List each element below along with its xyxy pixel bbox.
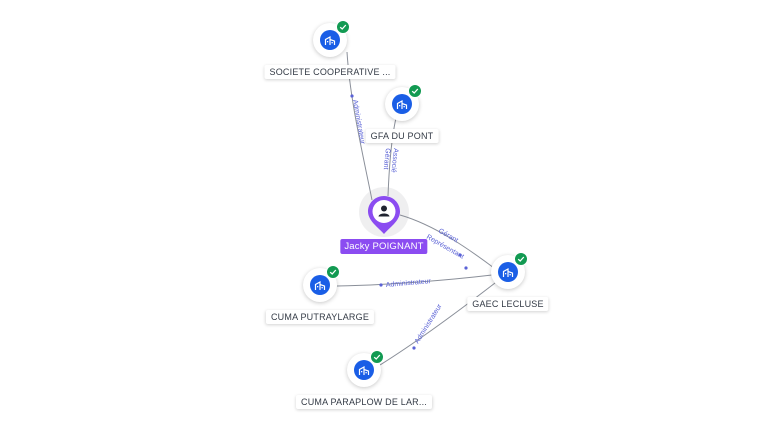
company-icon [310,275,330,295]
edge-gaec-putraylarge[interactable]: Administrateur [336,274,493,289]
edge-gaec-paraplow[interactable]: Administrateur [379,282,496,366]
company-node-circle[interactable] [347,350,384,387]
verified-check-icon [326,265,340,279]
edge-label-administrateur: Administrateur [414,303,444,346]
company-label[interactable]: CUMA PARAPLOW DE LAR... [296,395,432,409]
company-icon [320,30,340,50]
company-node-circle[interactable] [303,265,340,302]
verified-check-icon [370,350,384,364]
edge-label-associe: Associé [389,148,399,173]
verified-check-icon [408,84,422,98]
company-label[interactable]: CUMA PUTRAYLARGE [265,310,375,324]
edge-arrow [412,346,416,350]
company-icon [354,360,374,380]
edge-label-administrateur: Administrateur [386,278,432,289]
company-node-circle[interactable] [385,84,422,121]
edge-arrow [350,94,354,98]
company-node-circle[interactable] [491,252,528,289]
verified-check-icon [336,20,350,34]
company-label[interactable]: GFA DU PONT [365,129,439,143]
edge-arrow [464,266,468,270]
edge-label-administrateur: Administrateur [351,99,366,145]
person-pin[interactable] [367,195,401,235]
person-label[interactable]: Jacky POIGNANT [340,239,428,254]
person-icon [378,205,390,217]
company-label[interactable]: GAEC LECLUSE [467,297,549,311]
verified-check-icon [514,252,528,266]
company-node-circle[interactable] [313,20,350,57]
company-icon [392,94,412,114]
edge-arrow [379,283,383,287]
company-icon [498,262,518,282]
edge-label-gerant: Gérant [382,148,391,170]
company-label[interactable]: SOCIETE COOPERATIVE ... [264,65,396,79]
edge-arrow [458,253,462,257]
